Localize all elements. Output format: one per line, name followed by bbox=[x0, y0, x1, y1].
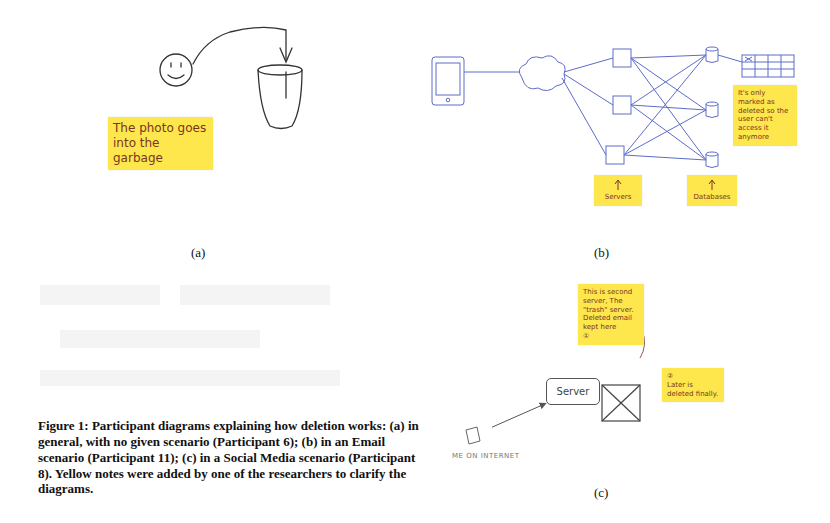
crossed-box bbox=[602, 385, 640, 421]
server-box: Server bbox=[546, 378, 600, 405]
phone-icon bbox=[464, 426, 482, 446]
sticky-note: Databases bbox=[687, 175, 737, 206]
sticky-note: This is second server, The "trash" serve… bbox=[578, 284, 644, 345]
panel-label: (a) bbox=[191, 245, 205, 261]
user-device: ME ON INTERNET bbox=[452, 426, 534, 460]
node-text: ME ON INTERNET bbox=[452, 452, 534, 460]
table-grid bbox=[742, 55, 794, 77]
pointer-arrow-stroke bbox=[709, 180, 715, 190]
node-text: This is second server, The "trash" serve… bbox=[583, 288, 639, 332]
node-text: Later is deleted finally. bbox=[667, 381, 719, 399]
faded-background bbox=[40, 285, 340, 386]
pointer-arrow bbox=[613, 179, 623, 191]
node-text: Servers bbox=[599, 193, 637, 202]
server-database-links bbox=[624, 55, 706, 160]
person-and-trash bbox=[160, 27, 302, 128]
sticky-note: It's only marked as deleted so the user … bbox=[733, 85, 797, 146]
connector-arrow bbox=[492, 403, 546, 427]
panel-label: (c) bbox=[594, 485, 608, 501]
phone-outline bbox=[466, 427, 480, 444]
node-text: It's only marked as deleted so the user … bbox=[738, 89, 792, 142]
node-text: The photo goes into the garbage bbox=[113, 121, 208, 166]
node-text: ② bbox=[667, 372, 719, 381]
pointer-arrow-stroke bbox=[615, 180, 621, 190]
sticky-note: ②Later is deleted finally. bbox=[662, 368, 724, 402]
node-text: Server bbox=[551, 386, 595, 397]
node-text: Databases bbox=[692, 193, 732, 202]
figure-caption: Figure 1: Participant diagrams explainin… bbox=[38, 418, 430, 497]
database-cylinders bbox=[706, 47, 718, 168]
network-sketch bbox=[432, 47, 794, 168]
sticky-note: Servers bbox=[594, 175, 642, 206]
sticky-note: The photo goes into the garbage bbox=[108, 117, 213, 170]
node-text: ① bbox=[583, 332, 639, 341]
pointer-arrow bbox=[707, 179, 717, 191]
panel-label: (b) bbox=[594, 245, 609, 261]
